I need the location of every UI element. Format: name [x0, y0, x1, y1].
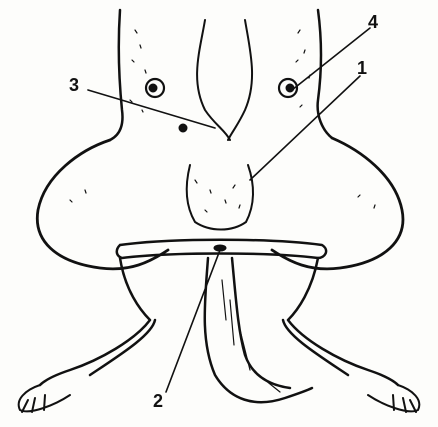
body-outline-left [110, 10, 123, 140]
small-opening [179, 124, 187, 132]
label-2: 2 [153, 392, 163, 410]
label-3: 3 [69, 76, 79, 94]
right-foot [368, 385, 419, 412]
label-4: 4 [368, 13, 378, 31]
left-foot [19, 385, 70, 412]
right-round-structure-center [286, 84, 294, 92]
right-thigh [272, 138, 403, 269]
right-leg [283, 258, 398, 385]
left-leg [40, 258, 155, 385]
leader-line-2 [166, 250, 220, 392]
body-outline-right [318, 10, 332, 138]
leader-line-1 [250, 76, 360, 180]
midline-ridge-right [228, 20, 252, 140]
midline-ridge [197, 20, 230, 140]
fur-stipple [70, 30, 375, 212]
tail-fur-strokes [222, 280, 280, 392]
left-thigh [37, 140, 168, 269]
perineal-region [187, 165, 253, 230]
label-1: 1 [357, 59, 367, 77]
left-round-structure-center [149, 84, 157, 92]
